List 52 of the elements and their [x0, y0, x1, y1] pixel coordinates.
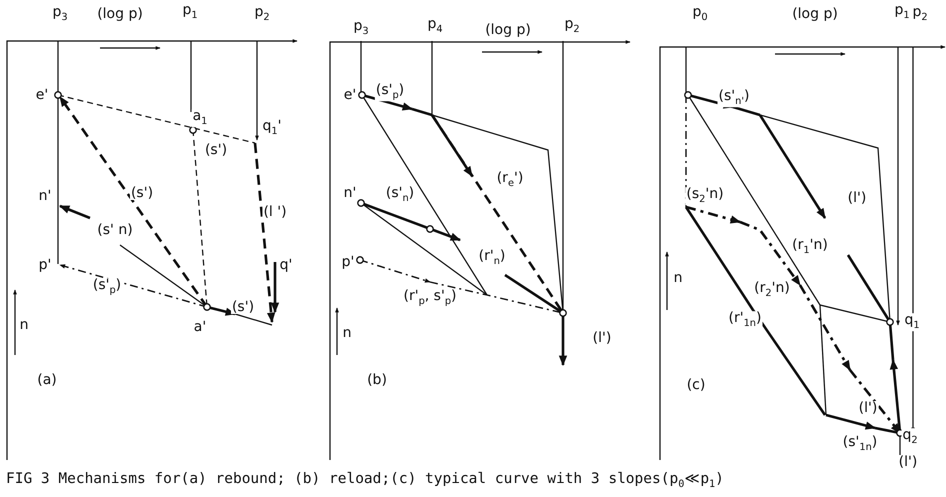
axis-label: q$_{1}$' [262, 119, 282, 137]
axis-label: n [18, 318, 30, 332]
axis-label: (s'$_{p}$) [92, 278, 122, 296]
axis-label: (l') [898, 455, 918, 469]
axis-label: p$_{0}$ [691, 5, 709, 23]
axis-label: (l ') [262, 205, 288, 219]
axis-label: (s' n) [96, 223, 134, 237]
axis-label: p$_{1}$ [893, 3, 911, 21]
axis-label: (log p) [96, 7, 144, 21]
axis-label: (c) [686, 378, 706, 392]
axis-label: p' [38, 258, 52, 272]
axis-label: (log p) [791, 7, 839, 21]
axis-label: q$_{1}$ [903, 313, 921, 331]
axis-label: (l') [846, 191, 868, 205]
axis-label: (s'$_{p}$) [374, 83, 406, 101]
axis-label: (b) [366, 373, 388, 387]
axis-label: (r$_{e}$') [496, 171, 524, 189]
axis-label: (s'$_{n}$) [384, 186, 416, 204]
axis-label: (s') [204, 143, 228, 157]
axis-label: p' [340, 255, 356, 269]
axis-label: p$_{3}$ [51, 5, 69, 23]
axis-label: q$_{2}$ [901, 428, 919, 446]
axis-label: n' [38, 189, 52, 203]
axis-label: n [342, 326, 352, 340]
axis-label: (r'$_{n}$) [478, 249, 506, 267]
axis-label: p$_{1}$ [181, 3, 199, 21]
axis-label: (r$_{1}$'n) [791, 238, 829, 256]
figure-caption: FIG 3 Mechanisms for(a) rebound; (b) reload;(c) typical curve with 3 slopes(p$_{0}$≪p$_{1}$) [6, 470, 724, 490]
axis-label: a' [192, 320, 208, 334]
axis-label: p$_{2}$ [911, 5, 929, 23]
axis-label: p$_{2}$ [253, 5, 271, 23]
axis-label: (a) [36, 373, 58, 387]
axis-label: (s'$_{1n}$) [842, 435, 878, 453]
axis-label: n [672, 271, 684, 285]
axis-label: e' [34, 88, 50, 102]
axis-label: p$_{3}$ [352, 19, 370, 37]
axis-label: (s'$_{n'}$) [718, 89, 750, 107]
axis-label: p$_{4}$ [426, 17, 444, 35]
axis-label: (l') [592, 331, 612, 345]
axis-label: (log p) [484, 23, 532, 37]
axis-label: (r'$_{1n}$) [728, 311, 762, 329]
axis-label: q' [278, 258, 294, 272]
axis-label: a$_{1}$ [192, 109, 208, 127]
axis-label: p$_{2}$ [563, 17, 581, 35]
axis-label: (s') [230, 300, 256, 314]
axis-label: n' [342, 186, 358, 200]
axis-label: (r$_{2}$'n) [753, 281, 791, 299]
axis-label: e' [342, 88, 358, 102]
axis-label: (s') [130, 186, 154, 200]
axis-label: (r'$_{p}$, s'$_{p}$) [402, 289, 458, 307]
axis-label: (s$_{2}$'n) [685, 187, 725, 205]
axis-label: (l') [858, 401, 878, 415]
